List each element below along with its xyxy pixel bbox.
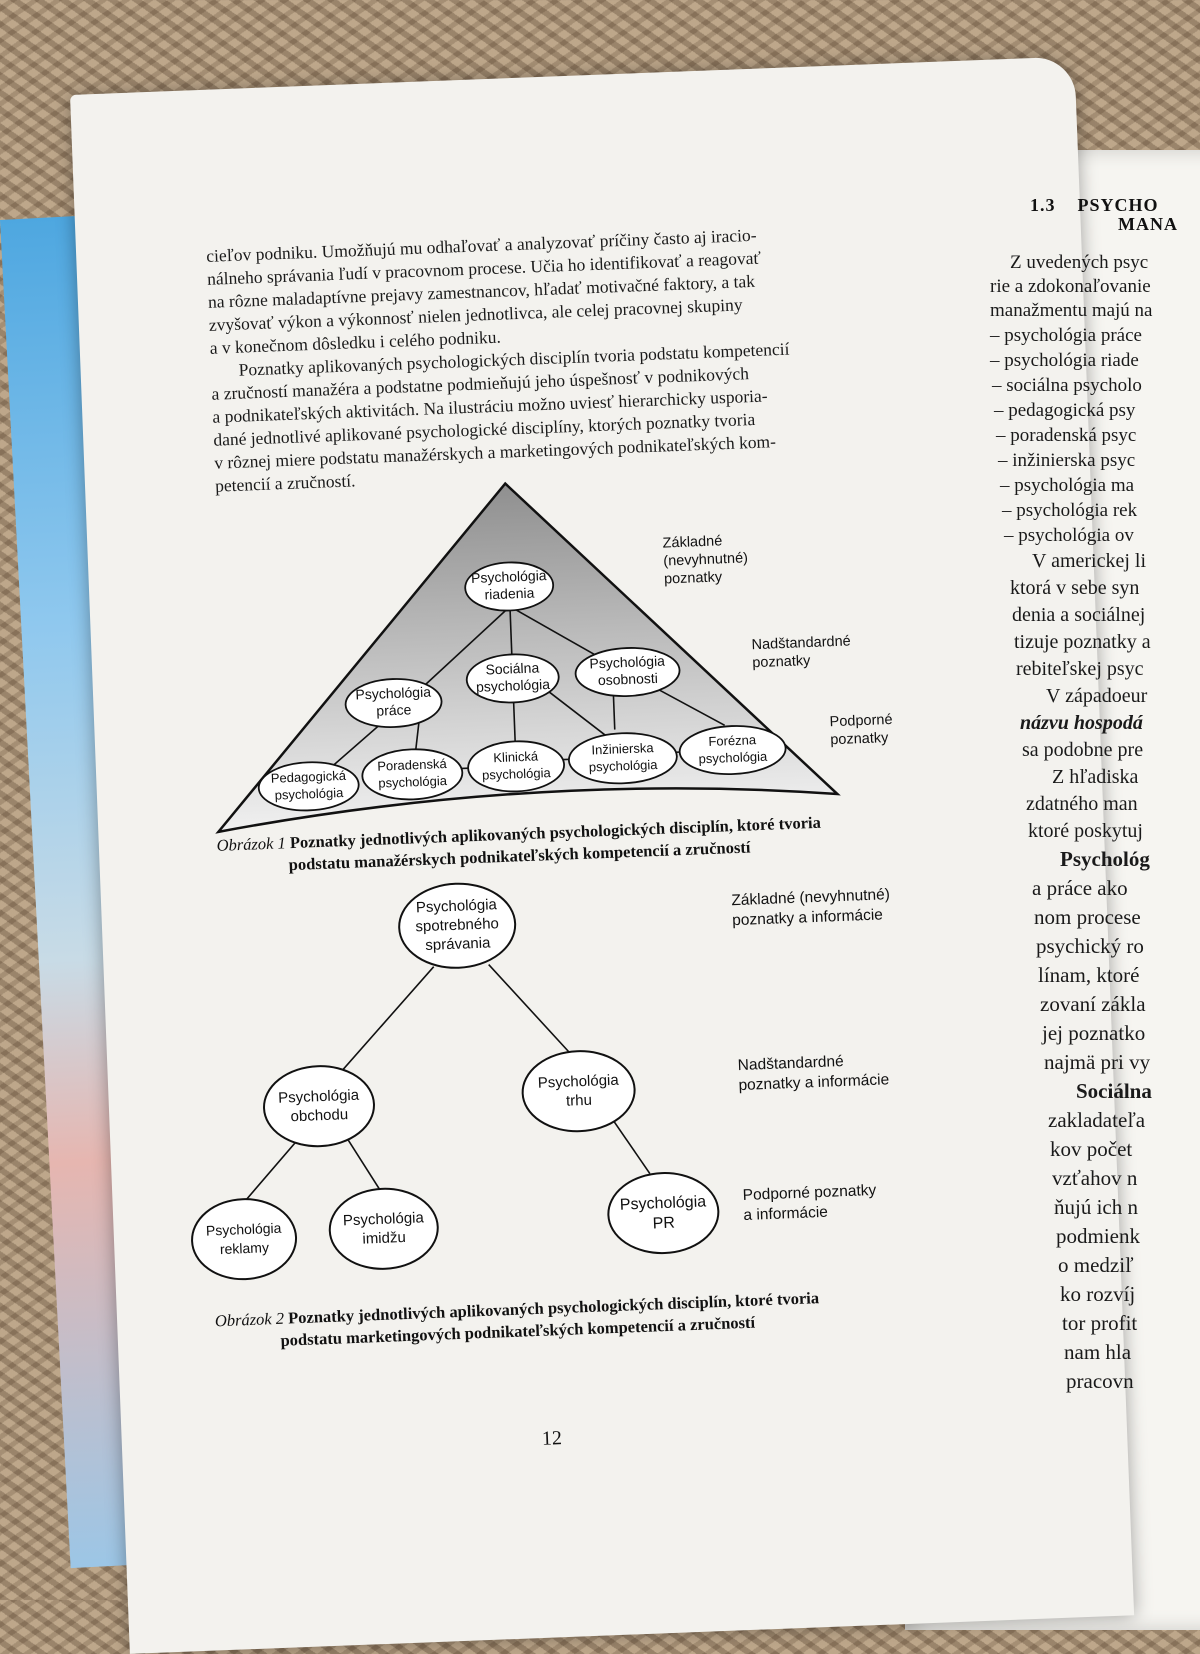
text-line: ktoré poskytuj: [1028, 820, 1143, 843]
text-line: – poradenská psyc: [996, 425, 1136, 447]
node-label: Pedagogická: [271, 768, 347, 786]
text-line: Sociálna: [1076, 1079, 1152, 1104]
node-label: Psychológia: [355, 684, 431, 703]
text-line: podmienk: [1056, 1224, 1140, 1249]
text-line: V americkej li: [1032, 550, 1146, 573]
node-label: Psychológia: [589, 653, 665, 672]
text-line: zovaní zákla: [1040, 992, 1146, 1017]
text-line: o medziľ: [1058, 1253, 1134, 1278]
text-line: psychický ro: [1036, 934, 1144, 959]
level-label: (nevyhnutné): [663, 550, 748, 569]
node-label: Psychológia: [206, 1220, 282, 1239]
node-label: práce: [376, 701, 412, 718]
node-label: Psychológia: [416, 896, 498, 916]
section-number: 1.3: [1030, 195, 1056, 215]
text-line: tizuje poznatky a: [1014, 631, 1151, 654]
text-line: Z hľadiska: [1052, 766, 1138, 789]
level-label: Nadštandardné: [737, 1053, 844, 1074]
text-line: – psychológia práce: [990, 325, 1142, 347]
section-heading: 1.3 PSYCHO: [1030, 195, 1159, 216]
level-label: poznatky a informácie: [732, 906, 883, 929]
level-label: poznatky: [830, 730, 889, 748]
text-line: Psychológ: [1060, 847, 1150, 872]
node-label: Sociálna: [485, 659, 539, 677]
text-line: ktorá v sebe syn: [1010, 577, 1139, 600]
figure2-tree: Psychológia spotrebného správania Psycho…: [179, 867, 904, 1281]
text-line: rebiteľskej psyc: [1016, 658, 1144, 681]
section-title: PSYCHO: [1078, 195, 1159, 215]
caption-label: Obrázok 2: [214, 1309, 284, 1331]
text-line: ko rozvíj: [1060, 1282, 1135, 1307]
text-line: V západoeur: [1046, 685, 1147, 708]
node-label: psychológia: [482, 765, 552, 783]
text-line: – sociálna psycholo: [992, 375, 1142, 397]
node-label: psychológia: [476, 676, 551, 695]
text-line: zakladateľa: [1048, 1108, 1145, 1133]
text-line: jej poznatko: [1042, 1021, 1145, 1046]
node-label: Psychológia: [538, 1072, 620, 1092]
level-label: Podporné: [829, 712, 892, 730]
text-line: názvu hospodá: [1020, 712, 1143, 735]
node-label: Psychológia: [471, 567, 547, 586]
level-label: poznatky: [664, 569, 723, 587]
text-line: sa podobne pre: [1022, 739, 1143, 762]
node-label: Psychológia: [620, 1193, 707, 1213]
node-label: psychológia: [274, 785, 344, 803]
text-line: – psychológia rek: [1002, 500, 1137, 522]
text-line: rie a zdokonaľovanie: [990, 276, 1151, 298]
text-line: nom procese: [1034, 905, 1141, 930]
node-label: Poradenská: [377, 756, 448, 774]
node-label: správania: [425, 934, 491, 954]
node-label: reklamy: [220, 1239, 270, 1257]
node-label: trhu: [566, 1092, 592, 1110]
level-label: poznatky a informácie: [738, 1071, 889, 1094]
level-label: Nadštandardné: [751, 633, 851, 653]
text-line: – psychológia ov: [1004, 525, 1134, 547]
text-line: Z uvedených psyc: [1010, 252, 1148, 274]
node-label: Psychológia: [278, 1087, 360, 1107]
text-line: zdatného man: [1026, 793, 1138, 816]
text-line: vzťahov n: [1052, 1166, 1137, 1191]
node-label: imidžu: [362, 1229, 406, 1248]
node-label: Forézna: [708, 732, 757, 749]
page-number: 12: [542, 1427, 563, 1451]
text-line: denia a sociálnej: [1012, 604, 1145, 627]
node-label: obchodu: [290, 1106, 348, 1125]
node-label: osobnosti: [598, 670, 659, 688]
node-label: Klinická: [493, 748, 539, 765]
text-line: – psychológia ma: [1000, 475, 1134, 497]
section-heading-line2: MANA: [1118, 214, 1178, 235]
node-label: Psychológia: [343, 1209, 425, 1229]
level-label: Základné: [662, 533, 722, 551]
text-line: kov počet: [1050, 1137, 1132, 1162]
node-label: psychológia: [589, 757, 659, 775]
node-label: riadenia: [484, 585, 535, 603]
node-label: spotrebného: [415, 915, 499, 935]
level-label: Podporné poznatky: [742, 1182, 876, 1204]
text-line: – pedagogická psy: [994, 400, 1135, 422]
level-label: a informácie: [743, 1204, 828, 1224]
text-line: línam, ktoré: [1038, 963, 1139, 988]
text-line: pracovn: [1066, 1369, 1134, 1394]
node-label: psychológia: [378, 773, 448, 791]
text-line: tor profit: [1062, 1311, 1137, 1336]
text-line: ňujú ich n: [1054, 1195, 1138, 1220]
left-page: cieľov podniku. Umožňujú mu odhaľovať a …: [70, 56, 1134, 1653]
node-label: PR: [652, 1215, 675, 1233]
level-label: poznatky: [752, 653, 811, 671]
text-line: najmä pri vy: [1044, 1050, 1150, 1075]
text-line: a práce ako: [1032, 876, 1128, 901]
text-line: nam hla: [1064, 1340, 1131, 1365]
text-line: – inžinierska psyc: [998, 450, 1135, 472]
text-line: manažmentu majú na: [990, 300, 1153, 322]
caption-label: Obrázok 1: [216, 833, 286, 855]
node-label: psychológia: [698, 749, 768, 767]
level-label: Základné (nevyhnutné): [731, 886, 890, 909]
node-label: Inžinierska: [591, 740, 654, 757]
text-line: – psychológia riade: [990, 350, 1139, 372]
